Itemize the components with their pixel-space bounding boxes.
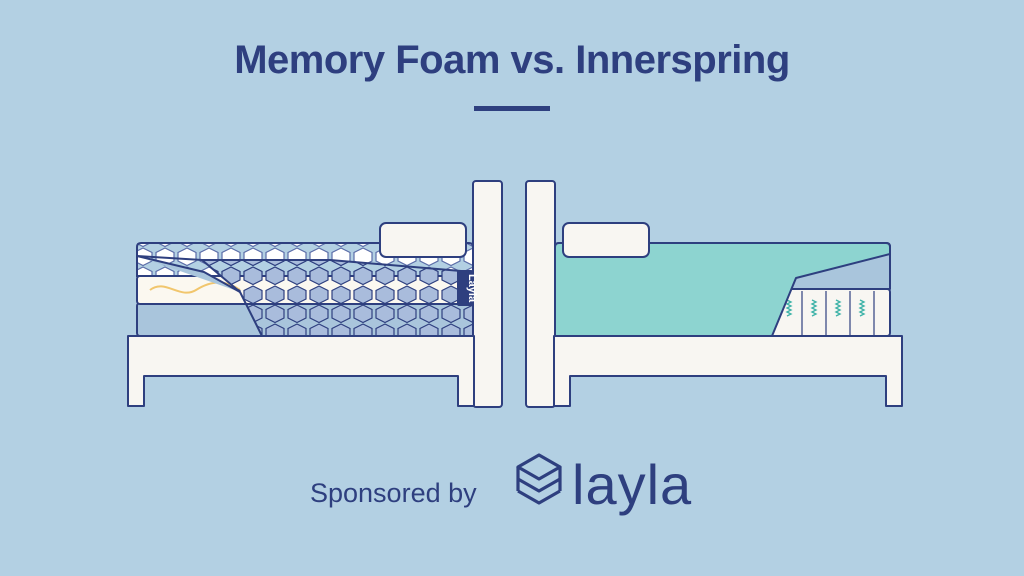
left-pillow [379,222,467,258]
coil-springs [801,291,875,335]
innerspring-bed [525,180,903,408]
coil-zigzags [785,299,866,317]
memory-foam-bed: Layla [127,180,503,408]
stacked-layers-icon [516,453,562,505]
right-bed-frame [553,335,903,407]
right-headboard [525,180,556,408]
right-top-layer [554,242,891,337]
page-title: Memory Foam vs. Innerspring [234,38,790,82]
left-bed-frame [127,335,475,407]
mattress-tag-text: Layla [466,274,478,303]
mattress-tag [457,270,473,306]
right-pillow [562,222,650,258]
sponsored-by-label: Sponsored by [310,478,477,508]
brand-wordmark[interactable]: layla [572,453,693,516]
title-underline [474,106,550,111]
